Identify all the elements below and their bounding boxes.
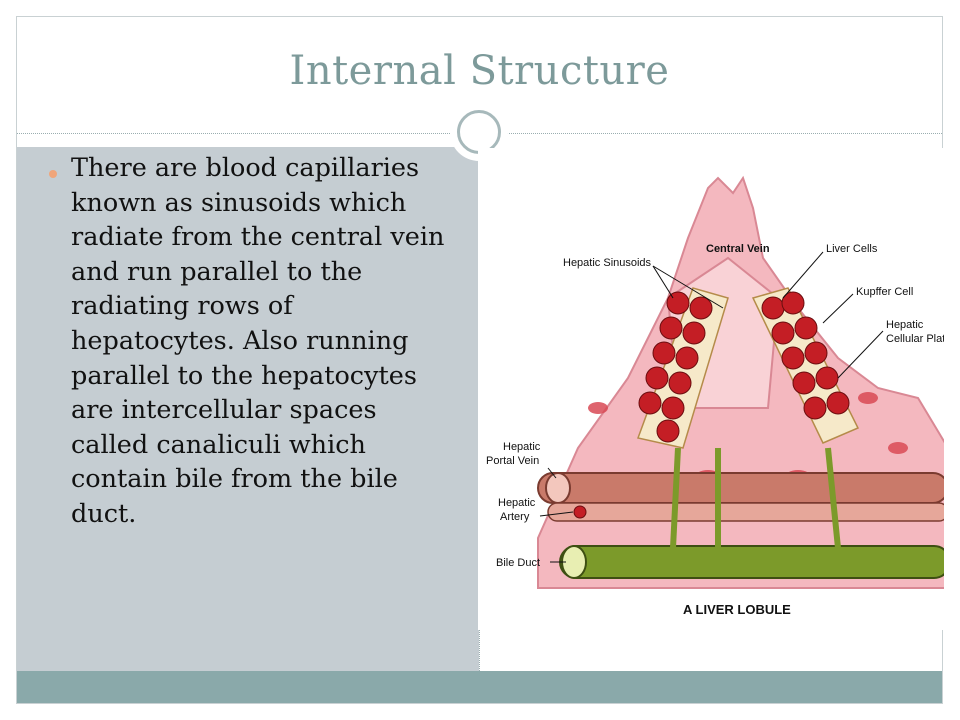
bullet-icon [49,170,57,178]
bile-canaliculi [670,447,841,549]
hepatic-artery [547,502,944,522]
label-hepatic-cellular-plates-1: Hepatic [886,319,924,331]
label-hepatic-artery-1: Hepatic [498,497,536,509]
footer-band [17,671,942,703]
label-bile-duct: Bile Duct [496,557,540,569]
liver-lobule-figure: Central Vein Hepatic Sinusoids Liver Cel… [478,148,944,630]
label-liver-cells: Liver Cells [826,243,878,255]
label-hepatic-portal-vein-2: Portal Vein [486,455,539,467]
label-hepatic-artery-2: Artery [500,511,530,523]
label-kupffer-cell: Kupffer Cell [856,286,913,298]
right-cell-plate [751,287,860,444]
label-central-vein: Central Vein [706,243,770,255]
liver-lobule-diagram: Central Vein Hepatic Sinusoids Liver Cel… [486,175,944,617]
hepatic-portal-vein [537,472,944,504]
bile-duct [559,545,944,579]
label-pointers [539,251,884,563]
figure-caption: A LIVER LOBULE [683,602,791,617]
label-hepatic-portal-vein-1: Hepatic [503,441,541,453]
label-hepatic-sinusoids: Hepatic Sinusoids [563,257,652,269]
content-panel [17,147,479,671]
label-hepatic-cellular-plates-2: Cellular Plates [886,333,944,345]
bullet-text: There are blood capillaries known as sin… [71,153,445,529]
left-cell-plate [637,287,729,449]
slide-title: Internal Structure [289,48,670,94]
